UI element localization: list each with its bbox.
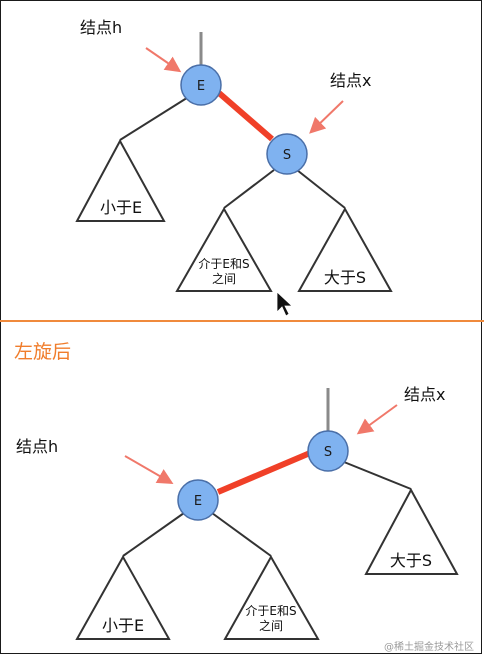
top-subtree-between-label-1: 介于E和S xyxy=(198,257,249,271)
bottom-node-s xyxy=(307,430,349,472)
bottom-diagram: 大于S 小于E 介于E和S 之间 S E 结点x 结点h xyxy=(16,385,459,640)
top-diagram: 小于E 介于E和S 之间 大于S E S 结点h 结点x xyxy=(75,18,393,317)
top-edge-e-left xyxy=(119,95,191,141)
top-edge-s-left xyxy=(223,169,275,209)
bottom-arrow-h xyxy=(124,455,174,485)
watermark: @稀土掘金技术社区 xyxy=(384,640,474,653)
top-subtree-less xyxy=(75,138,166,222)
bottom-label-h: 结点h xyxy=(16,437,58,456)
bottom-subtree-less-label: 小于E xyxy=(102,616,144,635)
top-subtree-less-label: 小于E xyxy=(100,198,142,217)
top-label-x: 结点x xyxy=(330,71,371,90)
top-subtree-between xyxy=(175,206,273,292)
bottom-label-x: 结点x xyxy=(404,385,445,404)
top-arrow-h xyxy=(145,47,182,73)
top-label-h: 结点h xyxy=(80,18,122,37)
top-node-e xyxy=(180,64,222,106)
section-title: 左旋后 xyxy=(14,341,71,363)
top-red-link xyxy=(217,90,274,142)
bottom-edge-e-left xyxy=(122,512,185,557)
bottom-subtree-greater xyxy=(364,487,459,575)
top-subtree-greater-label: 大于S xyxy=(324,268,366,287)
top-subtree-greater xyxy=(297,206,393,292)
cursor-icon xyxy=(276,291,294,317)
bottom-node-e xyxy=(177,479,219,521)
bottom-edge-s-right xyxy=(343,461,412,490)
top-arrow-x xyxy=(309,100,344,134)
bottom-subtree-between-label-2: 之间 xyxy=(259,619,283,633)
top-subtree-between-label-2: 之间 xyxy=(212,272,236,286)
bottom-subtree-between xyxy=(223,554,320,640)
bottom-node-s-label: S xyxy=(324,445,332,460)
bottom-edge-e-right xyxy=(211,512,272,557)
bottom-node-e-label: E xyxy=(194,494,202,509)
top-node-e-label: E xyxy=(197,79,205,94)
top-node-s-label: S xyxy=(283,148,291,163)
bottom-arrow-x xyxy=(356,404,398,435)
top-edge-s-right xyxy=(296,169,346,209)
bottom-subtree-less xyxy=(75,554,171,640)
bottom-subtree-greater-label: 大于S xyxy=(390,551,432,570)
top-node-s xyxy=(266,133,308,175)
bottom-red-link xyxy=(216,450,312,495)
bottom-subtree-between-label-1: 介于E和S xyxy=(245,604,296,618)
